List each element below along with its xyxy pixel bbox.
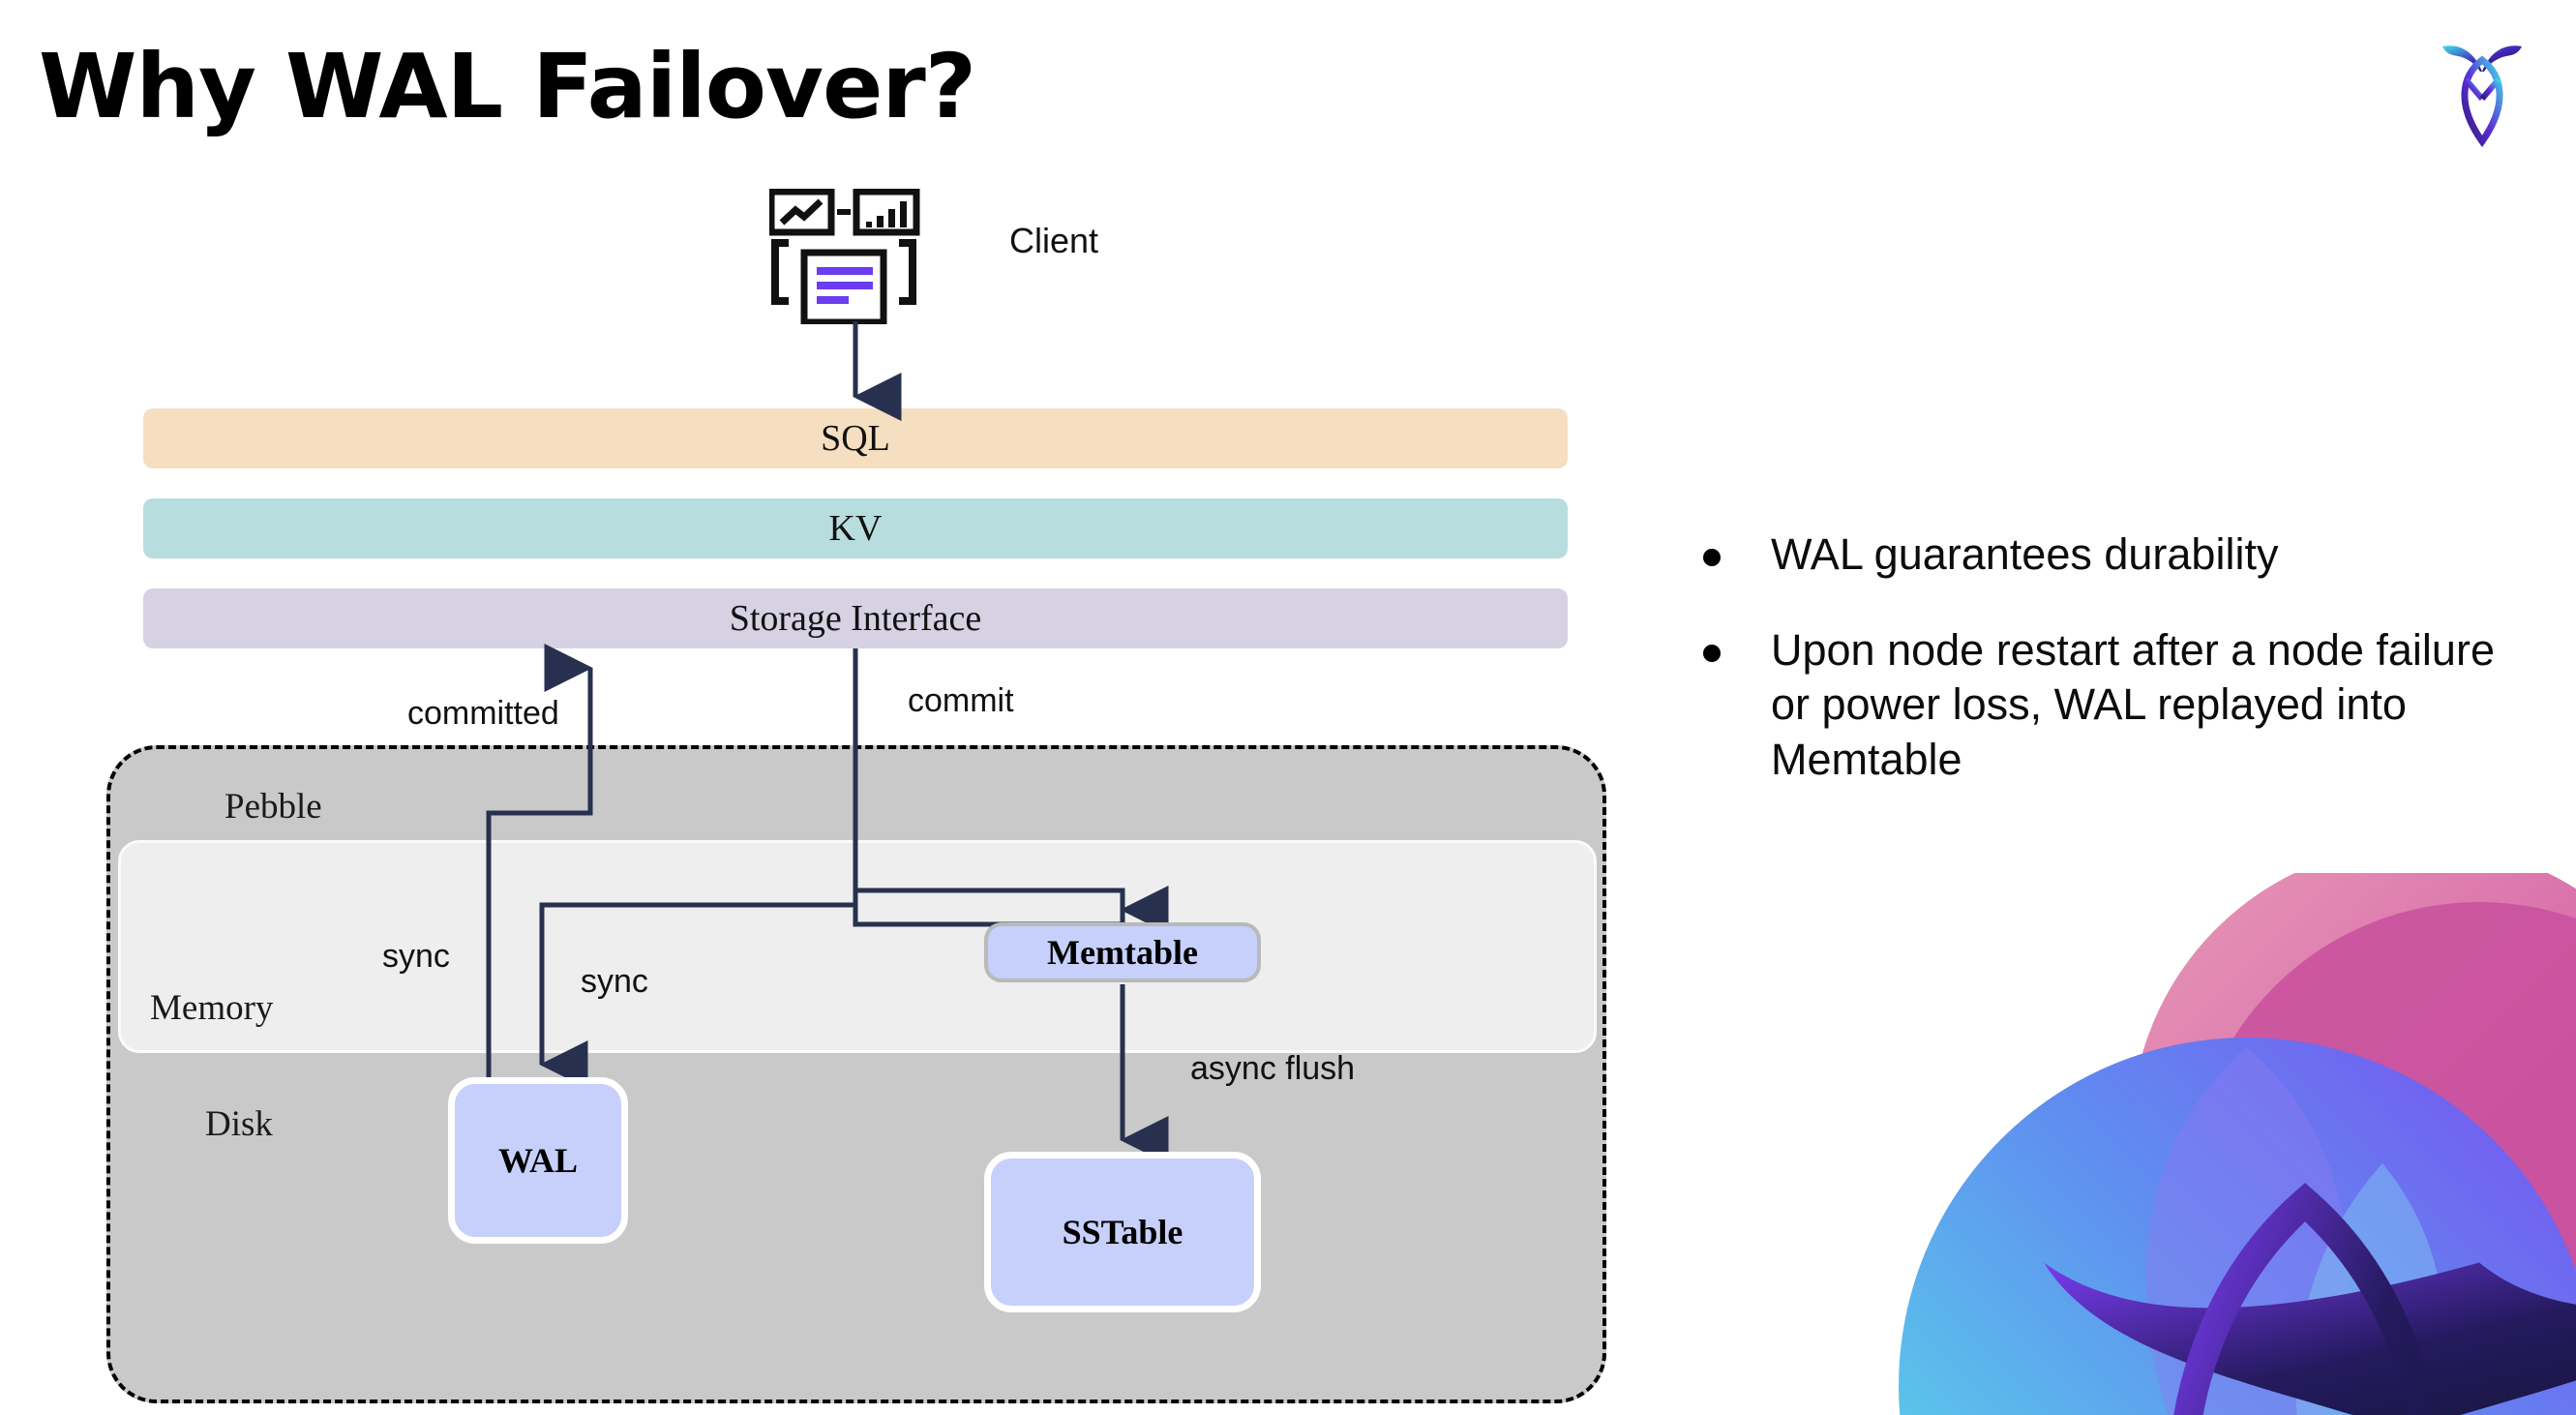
bullet-text: Upon node restart after a node failure o… xyxy=(1771,624,2495,785)
bullet-dot-icon xyxy=(1703,644,1721,662)
layer-label-kv: KV xyxy=(828,508,883,549)
bullet-text: WAL guarantees durability xyxy=(1771,529,2279,579)
memory-region xyxy=(118,840,1597,1053)
list-item: WAL guarantees durability xyxy=(1703,527,2506,583)
disk-label: Disk xyxy=(205,1104,273,1144)
page-title: Why WAL Failover? xyxy=(39,35,976,138)
layer-label-storage: Storage Interface xyxy=(729,598,982,639)
node-sstable: SSTable xyxy=(984,1152,1261,1312)
edge-label-commit: commit xyxy=(908,682,1014,719)
edge-label-sync-up: sync xyxy=(382,938,450,975)
pebble-label: Pebble xyxy=(225,787,322,827)
edge-label-committed: committed xyxy=(407,695,559,732)
client-label: Client xyxy=(1009,221,1099,260)
layer-bar-storage: Storage Interface xyxy=(143,588,1568,648)
bullet-dot-icon xyxy=(1703,549,1721,566)
node-memtable: Memtable xyxy=(984,922,1261,982)
bullet-list: WAL guarantees durability Upon node rest… xyxy=(1703,527,2506,828)
client-dashboard-icon xyxy=(767,188,934,326)
node-wal: WAL xyxy=(448,1077,628,1244)
memory-label: Memory xyxy=(150,988,274,1028)
edge-label-async-flush: async flush xyxy=(1190,1050,1356,1087)
layer-bar-sql: SQL xyxy=(143,408,1568,468)
list-item: Upon node restart after a node failure o… xyxy=(1703,623,2506,788)
layer-bar-kv: KV xyxy=(143,498,1568,558)
layer-label-sql: SQL xyxy=(821,418,890,459)
node-memtable-label: Memtable xyxy=(1047,933,1198,972)
node-wal-label: WAL xyxy=(497,1141,579,1180)
cockroachdb-circles-decoration xyxy=(1841,873,2576,1415)
edge-label-sync-down: sync xyxy=(581,963,648,1000)
cockroachdb-logo-icon xyxy=(2429,21,2535,148)
node-sstable-label: SSTable xyxy=(1062,1213,1183,1251)
